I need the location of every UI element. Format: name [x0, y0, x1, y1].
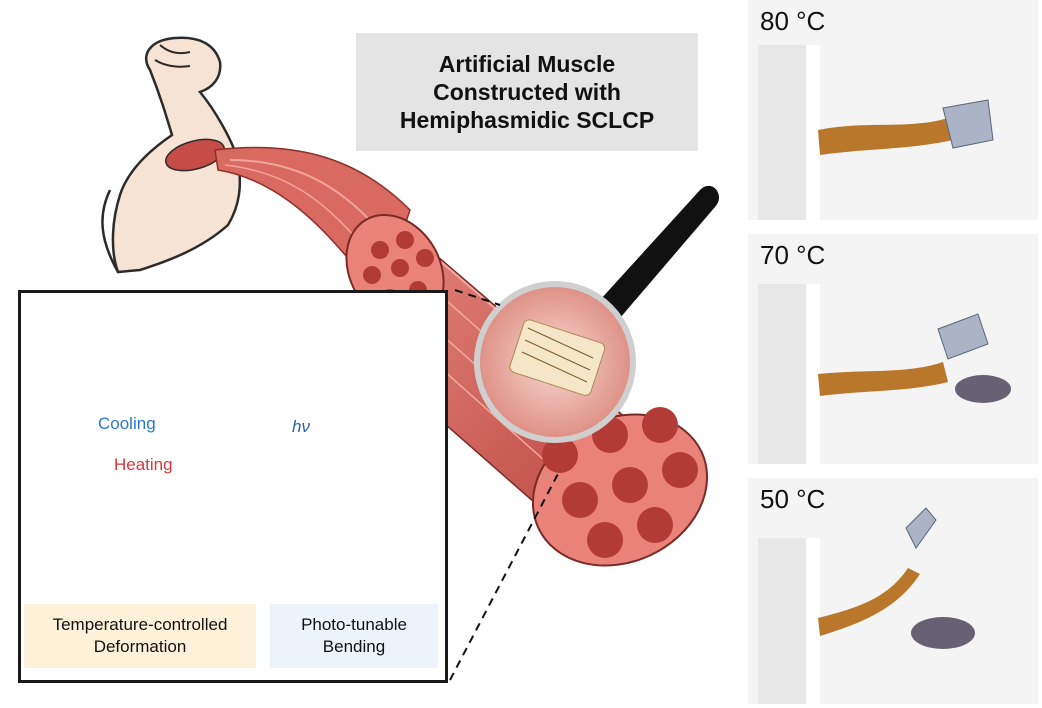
caption-photo-tunable: Photo-tunable Bending [270, 604, 438, 668]
caption-temperature-line-1: Temperature-controlled [52, 615, 228, 634]
photo-50c-illustration [748, 478, 1038, 704]
caption-photo-line-1: Photo-tunable [301, 615, 407, 634]
heating-label: Heating [114, 455, 173, 474]
flexed-arm-illustration [101, 36, 242, 274]
photo-80c [748, 0, 1038, 220]
photo-70c-illustration [748, 234, 1038, 464]
temperature-label-80: 80 °C [760, 6, 826, 36]
magnifier-illustration [474, 185, 719, 443]
title-line-3: Hemiphasmidic SCLCP [399, 107, 655, 133]
zoom-guide-top [454, 289, 501, 306]
zoom-guide-bottom [449, 469, 561, 681]
caption-temperature-controlled: Temperature-controlled Deformation [24, 604, 256, 668]
photo-80c-illustration [748, 0, 1038, 220]
title-line-1: Artificial Muscle [438, 51, 616, 77]
caption-photo-line-2: Bending [322, 637, 386, 656]
temperature-label-50: 50 °C [760, 484, 826, 514]
temperature-label-70: 70 °C [760, 240, 826, 270]
photo-50c [748, 478, 1038, 704]
light-hv-label: hν [292, 417, 310, 436]
title-line-2: Constructed with [433, 79, 621, 105]
photo-70c [748, 234, 1038, 464]
title-box: Artificial Muscle Constructed with Hemip… [356, 33, 698, 151]
cooling-label: Cooling [98, 414, 156, 433]
caption-temperature-line-2: Deformation [93, 637, 187, 656]
